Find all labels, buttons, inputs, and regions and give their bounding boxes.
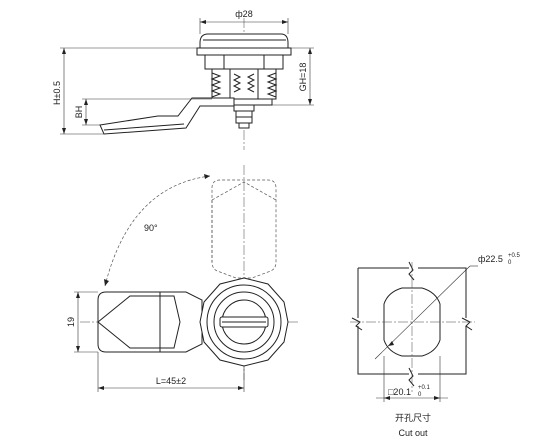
break-mark-left [351, 317, 363, 331]
screw-washer [233, 104, 255, 112]
arrowhead [204, 174, 210, 179]
body-core [229, 68, 259, 100]
cutout-view: ф22.5 +0.5 0 □20.1 +0.1 0 开孔尺寸 Cut out [350, 253, 521, 438]
rotation-arc [104, 175, 211, 287]
break-mark-right [461, 317, 473, 331]
dim-length-label: L=45±2 [156, 376, 186, 386]
cam-bevel [97, 295, 181, 349]
dim-bh-label: BH [74, 106, 84, 119]
spring-left [232, 73, 242, 93]
dim-width-label: 19 [66, 317, 76, 327]
cam-rotated-position [211, 179, 277, 279]
cutout-flat-tol-upper: +0.1 [418, 385, 431, 391]
arrowhead [308, 48, 312, 54]
cap-flange [196, 47, 292, 56]
dim-angle-label: 90° [144, 223, 158, 233]
hex-nut [204, 54, 284, 70]
arrowhead [84, 119, 88, 125]
screw-tip [238, 122, 250, 129]
dim-diameter-label: ф28 [235, 9, 252, 19]
arrowhead [76, 346, 80, 352]
cutout-diameter-label: ф22.5 [478, 254, 503, 264]
arrowhead [104, 279, 109, 286]
cam-arm [99, 97, 235, 135]
arrowhead [282, 20, 288, 24]
thread-left [210, 72, 222, 98]
arrowhead [434, 396, 440, 400]
arrowhead [200, 20, 206, 24]
cap-bezel [199, 33, 289, 49]
front-view: 90° 19 L=45±2 [66, 165, 300, 392]
cutout-shape [383, 287, 441, 357]
arrowhead [62, 48, 66, 54]
arrowhead [388, 341, 394, 346]
arrowhead [76, 292, 80, 298]
cam-arm-edge [103, 123, 185, 131]
arrowhead [384, 396, 390, 400]
break-mark-top [408, 261, 415, 281]
break-mark-bottom [408, 367, 415, 387]
dim-height-label: H±0.5 [52, 81, 62, 105]
arrowhead [308, 99, 312, 105]
spring-right [246, 73, 256, 93]
cutout-caption-cn: 开孔尺寸 [395, 412, 431, 424]
dim-gh-label: GH=18 [298, 63, 308, 92]
arrowhead [84, 99, 88, 105]
cutout-diameter-tol-lower: 0 [508, 260, 512, 266]
arrowhead [98, 386, 104, 390]
cam-horizontal [97, 291, 203, 353]
cutout-flat-tol-lower: 0 [418, 392, 422, 398]
side-view: ф28 H±0.5 BH GH=18 [52, 9, 314, 150]
arrowhead [238, 386, 244, 390]
cutout-caption-en: Cut out [398, 428, 428, 438]
panel-outline [357, 267, 467, 375]
arrowhead [62, 128, 66, 134]
thread-right [266, 72, 278, 98]
cutout-flat-label: □20.1 [388, 387, 411, 397]
cutout-diameter-tol-upper: +0.5 [508, 253, 521, 259]
cam-rotated-bevel [211, 181, 277, 201]
